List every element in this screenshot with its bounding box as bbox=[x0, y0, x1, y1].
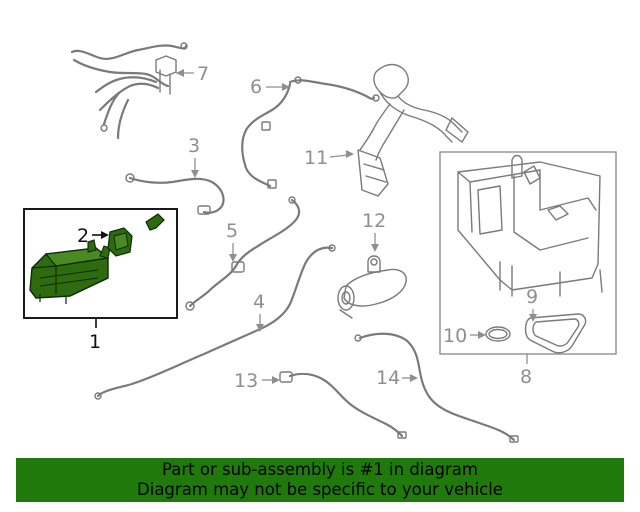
callout-1: 1 bbox=[89, 331, 101, 353]
part-12-valve[interactable] bbox=[337, 255, 407, 319]
part-5-vapor-line[interactable] bbox=[185, 196, 301, 311]
part-13-sensor-wire[interactable] bbox=[279, 371, 407, 439]
leader-11-arrow bbox=[346, 150, 354, 158]
callout-4: 4 bbox=[253, 291, 265, 313]
callout-9: 9 bbox=[526, 286, 538, 308]
callout-8: 8 bbox=[520, 366, 532, 388]
part-4-fuel-line[interactable] bbox=[94, 244, 336, 400]
part-clip[interactable] bbox=[145, 213, 165, 231]
callout-12: 12 bbox=[362, 210, 386, 232]
leader-7-arrow bbox=[176, 69, 184, 77]
callout-2: 2 bbox=[77, 225, 89, 247]
part-1-evap-canister[interactable] bbox=[29, 239, 111, 304]
leader-3-arrow bbox=[191, 170, 199, 178]
part-9-gasket[interactable] bbox=[524, 313, 587, 354]
callout-3: 3 bbox=[188, 135, 200, 157]
info-banner: Part or sub-assembly is #1 in diagram Di… bbox=[16, 458, 624, 502]
leader-2-arrow bbox=[101, 231, 109, 239]
part-7-harness[interactable] bbox=[70, 42, 188, 140]
callout-11: 11 bbox=[304, 147, 328, 169]
leader-4-arrow bbox=[256, 324, 264, 332]
assembly-1-frame bbox=[23, 208, 178, 319]
leader-14-arrow bbox=[410, 374, 418, 382]
leader-11 bbox=[329, 154, 349, 158]
part-14-sensor-wire[interactable] bbox=[354, 332, 519, 443]
callout-14: 14 bbox=[376, 367, 400, 389]
callout-5: 5 bbox=[226, 220, 238, 242]
part-2-bracket[interactable] bbox=[107, 227, 133, 257]
leader-6-arrow bbox=[282, 83, 290, 91]
callout-6: 6 bbox=[250, 76, 262, 98]
assembly-8-frame bbox=[439, 151, 617, 355]
leader-12-arrow bbox=[371, 244, 379, 252]
part-3-hose[interactable] bbox=[125, 173, 225, 215]
callout-13: 13 bbox=[234, 370, 258, 392]
banner-line-2: Diagram may not be specific to your vehi… bbox=[137, 480, 503, 499]
part-8-canister-assembly[interactable] bbox=[457, 154, 603, 297]
callout-10: 10 bbox=[443, 325, 467, 347]
leader-9-arrow bbox=[529, 314, 537, 322]
leader-5-arrow bbox=[229, 254, 237, 262]
part-6-sensor-line[interactable] bbox=[241, 76, 380, 189]
callout-7: 7 bbox=[197, 63, 209, 85]
banner-line-1: Part or sub-assembly is #1 in diagram bbox=[162, 460, 478, 479]
leader-10-arrow bbox=[478, 331, 486, 339]
part-11-filler-pipe[interactable] bbox=[357, 63, 469, 197]
leader-13-arrow bbox=[272, 376, 280, 384]
part-10-o-ring[interactable] bbox=[485, 326, 511, 342]
